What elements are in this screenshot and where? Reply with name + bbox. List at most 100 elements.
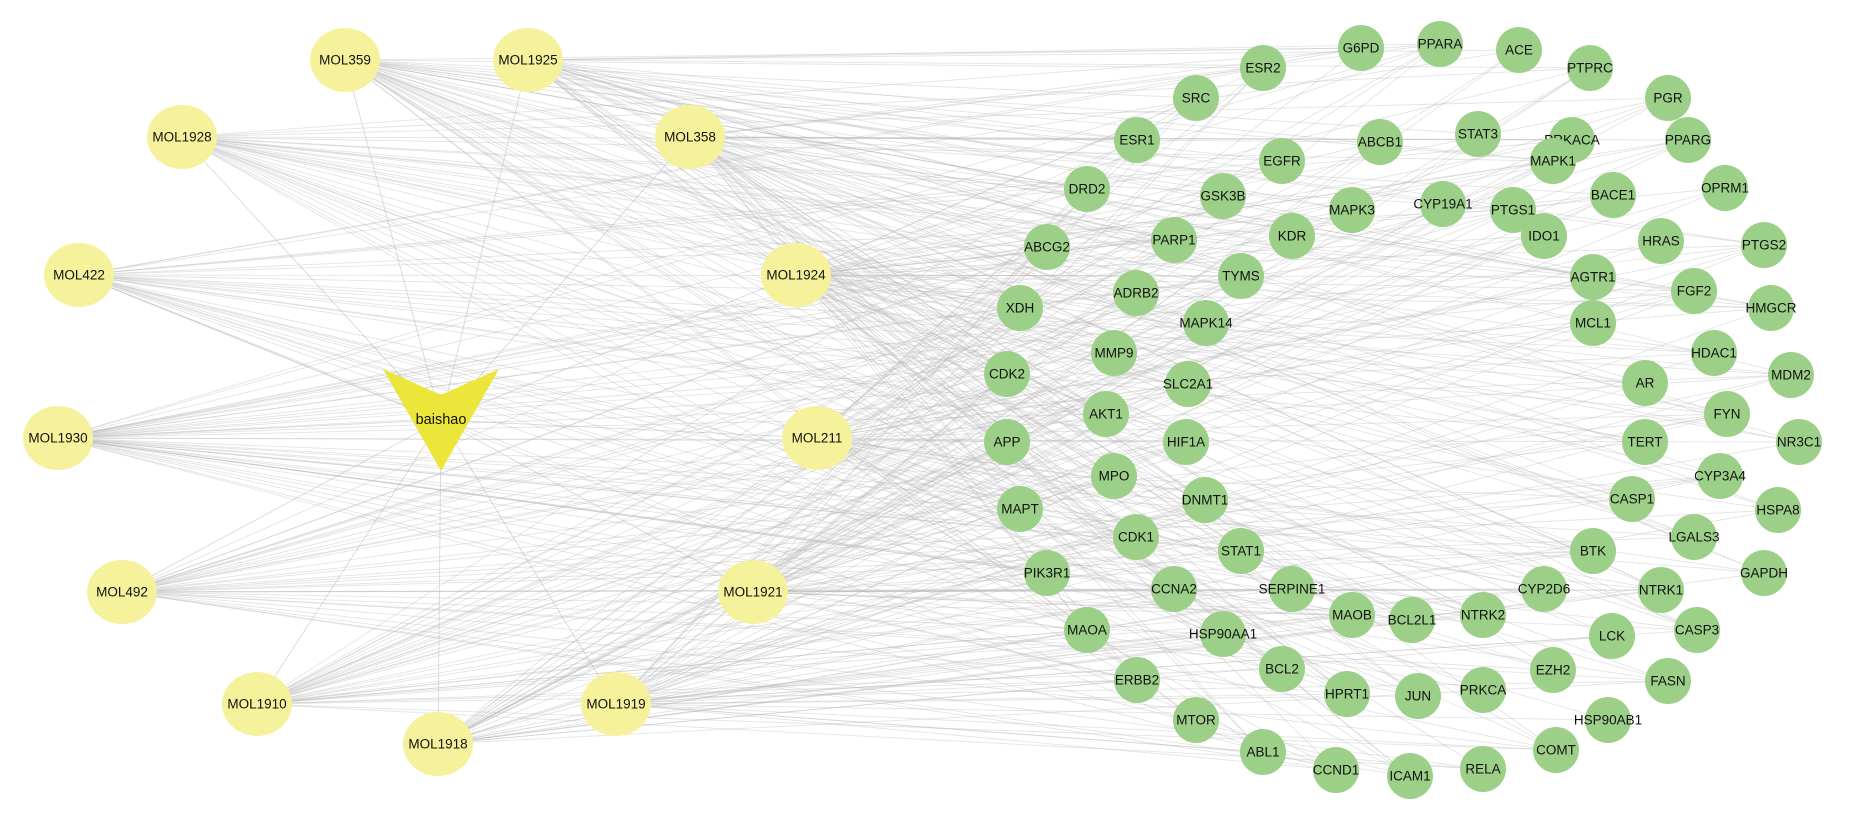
target-node-oprm1[interactable]: OPRM1 bbox=[1701, 165, 1749, 211]
herb-node-baishao[interactable]: baishao bbox=[383, 369, 499, 471]
compound-node-mol1930[interactable]: MOL1930 bbox=[23, 406, 93, 470]
target-node-prkca[interactable]: PRKCA bbox=[1460, 667, 1507, 713]
target-node-mdm2[interactable]: MDM2 bbox=[1768, 352, 1814, 398]
target-node-hsp90ab1[interactable]: HSP90AB1 bbox=[1574, 697, 1642, 743]
target-node-egfr[interactable]: EGFR bbox=[1259, 138, 1305, 184]
target-node-ar[interactable]: AR bbox=[1622, 360, 1668, 406]
target-node-lck[interactable]: LCK bbox=[1589, 613, 1635, 659]
target-shape bbox=[1671, 514, 1717, 560]
target-node-app[interactable]: APP bbox=[984, 419, 1030, 465]
target-node-ace[interactable]: ACE bbox=[1496, 27, 1542, 73]
compound-node-mol358[interactable]: MOL358 bbox=[655, 105, 725, 169]
target-node-tyms[interactable]: TYMS bbox=[1218, 253, 1264, 299]
target-node-fasn[interactable]: FASN bbox=[1645, 658, 1691, 704]
target-node-ido1[interactable]: IDO1 bbox=[1521, 213, 1567, 259]
target-node-maob[interactable]: MAOB bbox=[1329, 592, 1375, 638]
target-node-casp1[interactable]: CASP1 bbox=[1609, 476, 1655, 522]
target-node-ccna2[interactable]: CCNA2 bbox=[1151, 566, 1197, 612]
compound-node-mol211[interactable]: MOL211 bbox=[782, 406, 852, 470]
target-node-cyp19a1[interactable]: CYP19A1 bbox=[1413, 181, 1473, 227]
target-node-parp1[interactable]: PARP1 bbox=[1151, 217, 1197, 263]
target-node-hif1a[interactable]: HIF1A bbox=[1163, 419, 1209, 465]
target-node-btk[interactable]: BTK bbox=[1570, 528, 1616, 574]
target-node-cdk1[interactable]: CDK1 bbox=[1113, 514, 1159, 560]
target-node-pgr[interactable]: PGR bbox=[1645, 75, 1691, 121]
target-node-nr3c1[interactable]: NR3C1 bbox=[1776, 419, 1822, 465]
target-node-jun[interactable]: JUN bbox=[1395, 673, 1441, 719]
target-node-dnmt1[interactable]: DNMT1 bbox=[1182, 477, 1229, 523]
target-node-lgals3[interactable]: LGALS3 bbox=[1668, 514, 1720, 560]
target-node-abl1[interactable]: ABL1 bbox=[1240, 729, 1286, 775]
compound-node-mol1918[interactable]: MOL1918 bbox=[403, 712, 473, 776]
network-edge bbox=[256, 441, 1187, 705]
compound-node-mol1928[interactable]: MOL1928 bbox=[147, 105, 217, 169]
target-node-hras[interactable]: HRAS bbox=[1638, 218, 1684, 264]
target-node-pik3r1[interactable]: PIK3R1 bbox=[1024, 550, 1071, 596]
target-node-ntrk2[interactable]: NTRK2 bbox=[1460, 592, 1506, 638]
target-node-ptgs1[interactable]: PTGS1 bbox=[1490, 187, 1536, 233]
target-node-abcg2[interactable]: ABCG2 bbox=[1024, 224, 1070, 270]
target-node-mtor[interactable]: MTOR bbox=[1173, 697, 1219, 743]
target-node-gapdh[interactable]: GAPDH bbox=[1740, 550, 1788, 596]
target-node-hprt1[interactable]: HPRT1 bbox=[1324, 671, 1370, 717]
target-node-ptprc[interactable]: PTPRC bbox=[1567, 45, 1613, 91]
target-node-pparg[interactable]: PPARG bbox=[1665, 117, 1711, 163]
target-node-agtr1[interactable]: AGTR1 bbox=[1570, 254, 1616, 300]
target-node-mpo[interactable]: MPO bbox=[1091, 453, 1137, 499]
target-node-g6pd[interactable]: G6PD bbox=[1338, 25, 1384, 71]
target-node-ezh2[interactable]: EZH2 bbox=[1530, 647, 1576, 693]
target-node-icam1[interactable]: ICAM1 bbox=[1387, 753, 1433, 799]
target-node-kdr[interactable]: KDR bbox=[1269, 213, 1315, 259]
target-node-comt[interactable]: COMT bbox=[1533, 727, 1579, 773]
target-node-hdac1[interactable]: HDAC1 bbox=[1691, 330, 1737, 376]
target-node-bcl2l1[interactable]: BCL2L1 bbox=[1388, 597, 1437, 643]
target-node-hmgcr[interactable]: HMGCR bbox=[1746, 285, 1797, 331]
target-node-hsp90aa1[interactable]: HSP90AA1 bbox=[1189, 611, 1257, 657]
compound-node-mol422[interactable]: MOL422 bbox=[44, 243, 114, 307]
compound-node-mol1924[interactable]: MOL1924 bbox=[761, 243, 831, 307]
target-node-mapt[interactable]: MAPT bbox=[997, 486, 1043, 532]
target-node-ppara[interactable]: PPARA bbox=[1417, 21, 1463, 67]
target-node-rela[interactable]: RELA bbox=[1460, 746, 1506, 792]
target-node-akt1[interactable]: AKT1 bbox=[1083, 391, 1129, 437]
target-node-esr1[interactable]: ESR1 bbox=[1114, 117, 1160, 163]
target-node-mapk3[interactable]: MAPK3 bbox=[1329, 187, 1375, 233]
target-node-erbb2[interactable]: ERBB2 bbox=[1114, 657, 1160, 703]
target-node-cyp2d6[interactable]: CYP2D6 bbox=[1518, 566, 1571, 612]
target-node-drd2[interactable]: DRD2 bbox=[1064, 166, 1110, 212]
compound-node-mol1910[interactable]: MOL1910 bbox=[222, 672, 292, 736]
target-node-xdh[interactable]: XDH bbox=[997, 285, 1043, 331]
target-node-ccnd1[interactable]: CCND1 bbox=[1313, 747, 1360, 793]
target-node-casp3[interactable]: CASP3 bbox=[1674, 607, 1720, 653]
target-node-ptgs2[interactable]: PTGS2 bbox=[1741, 222, 1787, 268]
target-node-stat1[interactable]: STAT1 bbox=[1218, 528, 1264, 574]
compound-node-mol1925[interactable]: MOL1925 bbox=[493, 28, 563, 92]
target-node-cdk2[interactable]: CDK2 bbox=[984, 351, 1030, 397]
target-node-bace1[interactable]: BACE1 bbox=[1590, 172, 1636, 218]
target-node-hspa8[interactable]: HSPA8 bbox=[1755, 487, 1801, 533]
compound-node-mol359[interactable]: MOL359 bbox=[310, 28, 380, 92]
compound-node-mol492[interactable]: MOL492 bbox=[87, 560, 157, 624]
target-node-esr2[interactable]: ESR2 bbox=[1240, 45, 1286, 91]
target-node-cyp3a4[interactable]: CYP3A4 bbox=[1694, 453, 1746, 499]
target-node-slc2a1[interactable]: SLC2A1 bbox=[1163, 361, 1213, 407]
target-node-src[interactable]: SRC bbox=[1173, 75, 1219, 121]
target-node-mapk1[interactable]: MAPK1 bbox=[1530, 138, 1576, 184]
target-node-mcl1[interactable]: MCL1 bbox=[1570, 300, 1616, 346]
target-node-abcb1[interactable]: ABCB1 bbox=[1357, 119, 1403, 165]
compound-node-mol1919[interactable]: MOL1919 bbox=[581, 672, 651, 736]
target-node-mapk14[interactable]: MAPK14 bbox=[1179, 300, 1233, 346]
target-node-tert[interactable]: TERT bbox=[1622, 419, 1668, 465]
target-node-bcl2[interactable]: BCL2 bbox=[1259, 646, 1305, 692]
target-node-fgf2[interactable]: FGF2 bbox=[1671, 268, 1717, 314]
target-node-maoa[interactable]: MAOA bbox=[1064, 607, 1110, 653]
target-node-mmp9[interactable]: MMP9 bbox=[1091, 330, 1137, 376]
target-node-fyn[interactable]: FYN bbox=[1704, 391, 1750, 437]
target-node-ntrk1[interactable]: NTRK1 bbox=[1638, 567, 1684, 613]
compound-node-mol1921[interactable]: MOL1921 bbox=[718, 560, 788, 624]
target-node-adrb2[interactable]: ADRB2 bbox=[1113, 270, 1159, 316]
target-node-stat3[interactable]: STAT3 bbox=[1455, 111, 1501, 157]
target-shape bbox=[1533, 727, 1579, 773]
target-node-gsk3b[interactable]: GSK3B bbox=[1200, 173, 1246, 219]
target-node-serpine1[interactable]: SERPINE1 bbox=[1259, 566, 1326, 612]
